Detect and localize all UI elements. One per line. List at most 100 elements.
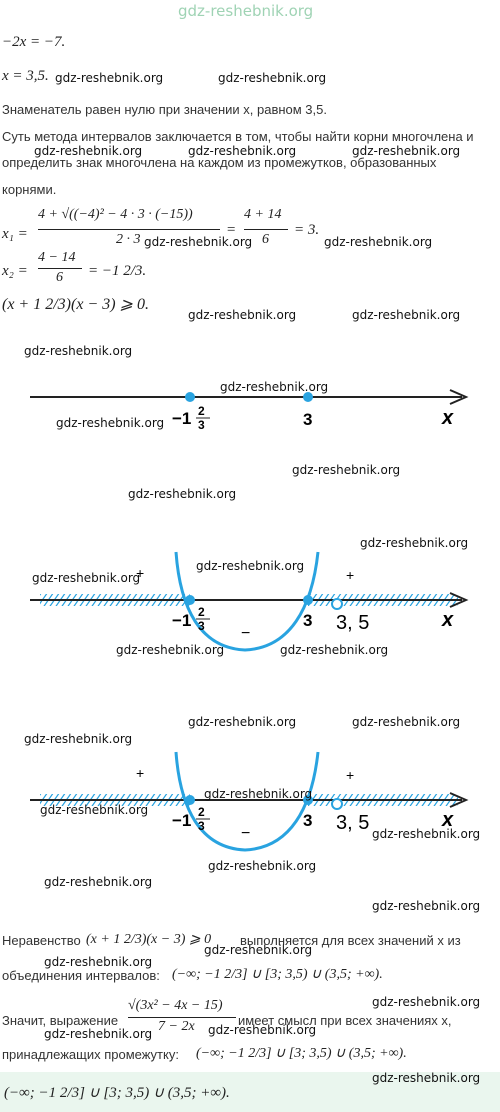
- sign-chart-1: + + − −1 2 3 3 3, 5 x: [30, 551, 469, 652]
- watermark: gdz-reshebnik.org: [220, 380, 329, 394]
- root-1-integer: −1: [172, 811, 191, 830]
- watermark: gdz-reshebnik.org: [204, 787, 313, 801]
- x1-numerator: 4 + √((−4)² − 4 · 3 · (−15)): [38, 207, 193, 222]
- axis-arrow: [449, 792, 469, 808]
- x1-numerator-2: 4 + 14: [244, 207, 282, 222]
- watermark: gdz-reshebnik.org: [292, 463, 401, 477]
- watermark: gdz-reshebnik.org: [280, 643, 389, 657]
- equation-line-1: −2x = −7.: [2, 34, 66, 50]
- sign-plus-left: +: [136, 565, 144, 581]
- root-point-2: [303, 595, 313, 605]
- root-1-numerator: 2: [198, 404, 205, 418]
- root-2-label: 3: [303, 410, 312, 429]
- watermark: gdz-reshebnik.org: [352, 144, 461, 158]
- final-1c: имеет смысл при всех значениях x,: [238, 1013, 452, 1028]
- conclusion-1c: выполняется для всех значений x из: [240, 933, 461, 948]
- axis-arrow: [449, 592, 469, 608]
- x1-denominator-2: 6: [262, 232, 269, 247]
- x1-fraction-bar-2: [244, 229, 288, 230]
- watermark: gdz-reshebnik.org: [324, 235, 433, 249]
- root-1-denominator: 3: [198, 418, 205, 432]
- axis-label-x: x: [441, 809, 454, 831]
- root-1-numerator: 2: [198, 605, 205, 619]
- x2-result: = −1 2/3.: [88, 263, 147, 279]
- x1-result: = 3.: [294, 222, 320, 238]
- sign-chart-2: + + − −1 2 3 3 3, 5 x: [30, 751, 469, 852]
- watermark: gdz-reshebnik.org: [128, 487, 237, 501]
- watermark: gdz-reshebnik.org: [44, 875, 153, 889]
- x1-fraction-bar: [38, 229, 220, 230]
- excluded-point: [331, 598, 343, 610]
- watermark: gdz-reshebnik.org: [44, 1027, 153, 1041]
- watermark: gdz-reshebnik.org: [208, 859, 317, 873]
- sign-minus: −: [241, 625, 250, 642]
- final-1a: Значит, выражение: [2, 1013, 119, 1028]
- watermark: gdz-reshebnik.org: [24, 344, 133, 358]
- sign-plus-right: +: [346, 767, 354, 783]
- text-denominator: Знаменатель равен нулю при значении x, р…: [2, 102, 327, 117]
- text-method-1: Суть метода интервалов заключается в том…: [2, 129, 474, 144]
- answer-text: (−∞; −1 2/3] ∪ [3; 3,5) ∪ (3,5; +∞).: [4, 1085, 230, 1101]
- final-1-fraction-bar: [128, 1017, 236, 1018]
- watermark: gdz-reshebnik.org: [188, 144, 297, 158]
- answer-box: [0, 1072, 500, 1112]
- watermark: gdz-reshebnik.org: [196, 559, 305, 573]
- watermark: gdz-reshebnik.org: [56, 416, 165, 430]
- sign-plus-left: +: [136, 765, 144, 781]
- root-1-denominator: 3: [198, 619, 205, 633]
- root-point-1: [185, 392, 195, 402]
- text-method-2: определить знак многочлена на каждом из …: [2, 155, 437, 170]
- conclusion-1a: Неравенство: [2, 933, 81, 948]
- watermark: gdz-reshebnik.org: [372, 899, 481, 913]
- final-2b: (−∞; −1 2/3] ∪ [3; 3,5) ∪ (3,5; +∞).: [196, 1046, 407, 1061]
- watermark: gdz-reshebnik.org: [44, 955, 153, 969]
- inequality: (x + 1 2/3)(x − 3) ⩾ 0.: [2, 296, 149, 313]
- x2-label: x₂ =: [2, 263, 28, 279]
- watermark: gdz-reshebnik.org: [208, 1023, 317, 1037]
- watermark: gdz-reshebnik.org: [352, 308, 461, 322]
- watermark: gdz-reshebnik.org: [34, 144, 143, 158]
- conclusion-1b: (x + 1 2/3)(x − 3) ⩾ 0: [86, 932, 212, 947]
- x1-label: x₁ =: [2, 226, 28, 242]
- watermark: gdz-reshebnik.org: [55, 71, 164, 85]
- conclusion-2b: (−∞; −1 2/3] ∪ [3; 3,5) ∪ (3,5; +∞).: [172, 967, 383, 982]
- x1-denominator: 2 · 3: [116, 232, 141, 247]
- sign-plus-right: +: [346, 567, 354, 583]
- x1-equals: =: [226, 222, 237, 238]
- x2-fraction-bar: [38, 268, 82, 269]
- watermark: gdz-reshebnik.org: [24, 732, 133, 746]
- root-point-1: [185, 595, 195, 605]
- root-1-integer: −1: [172, 409, 191, 428]
- watermark: gdz-reshebnik.org: [218, 71, 327, 85]
- watermark: gdz-reshebnik.org: [352, 715, 461, 729]
- excluded-point-label: 3, 5: [336, 612, 369, 634]
- watermark: gdz-reshebnik.org: [204, 943, 313, 957]
- root-2-label: 3: [303, 611, 312, 630]
- number-line-roots: −1 2 3 3 x: [30, 389, 469, 432]
- equation-line-2: x = 3,5.: [2, 68, 49, 84]
- watermark: gdz-reshebnik.org: [116, 643, 225, 657]
- final-1-numerator: √(3x² − 4x − 15): [128, 998, 223, 1013]
- conclusion-2a: объединения интервалов:: [2, 968, 160, 983]
- watermark: gdz-reshebnik.org: [40, 803, 149, 817]
- watermark: gdz-reshebnik.org: [144, 235, 253, 249]
- root-2-label: 3: [303, 811, 312, 830]
- excluded-point-label: 3, 5: [336, 812, 369, 834]
- header-watermark: gdz-reshebnik.org: [178, 2, 314, 20]
- sign-minus: −: [241, 825, 250, 842]
- root-point-2: [303, 795, 313, 805]
- x2-denominator: 6: [56, 270, 63, 285]
- final-2a: принадлежащих промежутку:: [2, 1047, 179, 1062]
- root-1-integer: −1: [172, 611, 191, 630]
- axis-label-x: x: [441, 407, 454, 429]
- watermark: gdz-reshebnik.org: [372, 827, 481, 841]
- final-1-denominator: 7 − 2x: [158, 1019, 195, 1034]
- root-point-1: [185, 795, 195, 805]
- excluded-point: [331, 798, 343, 810]
- text-method-3: корнями.: [2, 182, 57, 197]
- watermark: gdz-reshebnik.org: [372, 1071, 481, 1085]
- watermark: gdz-reshebnik.org: [32, 571, 141, 585]
- root-1-numerator: 2: [198, 805, 205, 819]
- watermark: gdz-reshebnik.org: [360, 536, 469, 550]
- root-1-denominator: 3: [198, 819, 205, 833]
